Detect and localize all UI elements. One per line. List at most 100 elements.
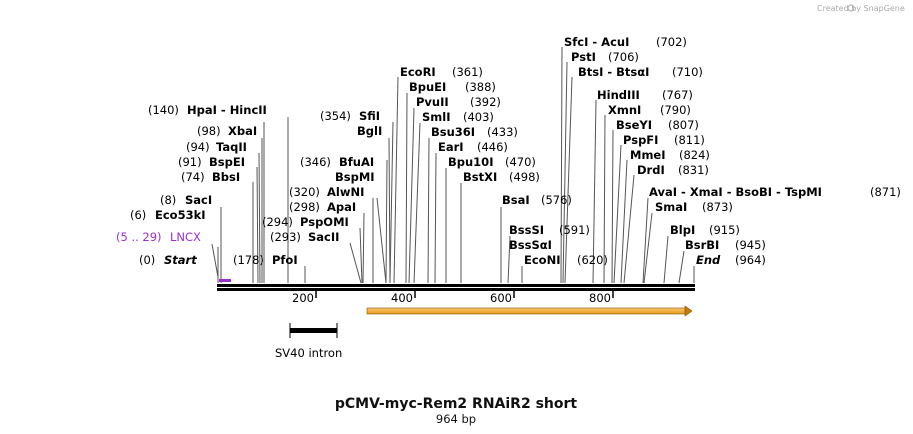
eari-label: EarI [438,140,464,154]
bsrbi-pos: (945) [735,238,766,252]
bspei-pos: (91) [178,155,202,169]
svg-text:PstI: PstI [571,50,596,64]
svg-text:SacII: SacII [308,230,339,244]
snapgene-logo-icon [847,4,855,12]
xbai-label: XbaI [228,124,257,138]
bstxi-pos: (498) [509,170,540,184]
svg-text:BspMI: BspMI [335,170,375,184]
svg-text:(94): (94) [186,140,210,154]
bsobi-label: BsoBI [735,185,772,199]
sv40-intron: SV40 intron [275,323,342,360]
xmni-label: XmnI [608,103,641,117]
btsi-pos: (710) [672,65,703,79]
svg-text:PfoI: PfoI [272,253,298,267]
svg-text:(767): (767) [662,88,693,102]
svg-text:AlwNI: AlwNI [327,185,364,199]
cds-arrow [366,305,693,317]
svg-text:SmlI: SmlI [422,110,451,124]
svg-text:BfuAI: BfuAI [339,155,374,169]
bpuei-label: BpuEI [409,80,446,94]
svg-text:(915): (915) [709,223,740,237]
svg-text:(361): (361) [452,65,483,79]
pspfi-label: PspFI [623,133,658,147]
bsai-pos: (576) [541,193,572,207]
pfoi-pos: (178) [233,253,264,267]
svg-text:PspOMI: PspOMI [300,215,349,229]
svg-text:HindIII: HindIII [597,88,640,102]
apai-pos: (298) [289,200,320,214]
svg-text:BlpI: BlpI [670,223,695,237]
bbsi-pos: (74) [181,170,205,184]
svg-text:(74): (74) [181,170,205,184]
bfuai-pos: (346) [300,155,331,169]
svg-text:Eco53kI: Eco53kI [155,208,206,222]
lncx-feature [219,279,231,282]
svg-text:(178): (178) [233,253,264,267]
map-title: pCMV-myc-Rem2 RNAiR2 short [335,396,578,412]
svg-text:(576): (576) [541,193,572,207]
svg-text:(945): (945) [735,238,766,252]
sfci-pos: (702) [656,35,687,49]
avai-label: AvaI [649,185,677,199]
smai-label: SmaI [655,200,687,214]
bpu10i-label: Bpu10I [448,155,493,169]
svg-text:BseYI: BseYI [616,118,652,132]
bseyi-label: BseYI [616,118,652,132]
ruler-tick-label: 200 [292,291,314,305]
svg-text:BssSI: BssSI [509,223,544,237]
sfii-pos: (354) [320,109,351,123]
svg-text:BtsI - BtsαI: BtsI - BtsαI [578,65,649,79]
svg-text:MmeI: MmeI [630,148,666,162]
svg-text:BbsI: BbsI [212,170,240,184]
svg-text:(392): (392) [470,95,501,109]
lncx-range: (5 .. 29) [116,230,162,244]
svg-text:(433): (433) [487,125,518,139]
svg-text:AvaI - XmaI - BsoBI - Ts: AvaI - XmaI - BsoBI - TspMI [649,185,822,199]
svg-text:(811): (811) [674,133,705,147]
bsssai-label: BssSαI [509,238,552,252]
svg-text:(294): (294) [262,215,293,229]
start-pos: (0) [139,253,155,267]
end-label: End [696,253,721,267]
eari-pos: (446) [477,140,508,154]
btsi-label: BtsI [578,65,603,79]
bbsi-label: BbsI [212,170,240,184]
svg-text:PvuII: PvuII [416,95,449,109]
hindiii-label: HindIII [597,88,640,102]
svg-text:(702): (702) [656,35,687,49]
svg-text:HpaI - HincII: HpaI - HincII [187,103,267,117]
ecori-pos: (361) [452,65,483,79]
hincii-label: HincII [230,103,267,117]
bsai-label: BsaI [502,193,530,207]
svg-text:Bsu36I: Bsu36I [431,125,475,139]
taqii-label: TaqII [216,140,247,154]
ruler-tick: 400 [391,291,416,305]
svg-text:(298): (298) [289,200,320,214]
bspei-label: BspEI [209,155,245,169]
blpi-pos: (915) [709,223,740,237]
xmai-label: XmaI [690,185,723,199]
svg-text:(0): (0) [139,253,155,267]
map-subtitle: 964 bp [436,412,476,426]
pvuii-pos: (392) [470,95,501,109]
svg-text:(807): (807) [668,118,699,132]
psti-pos: (706) [608,50,639,64]
svg-text:DrdI: DrdI [637,163,665,177]
svg-text:(871): (871) [870,185,901,199]
saci-pos: (8) [160,193,176,207]
ruler-tick: 600 [490,291,515,305]
sfci-label: SfcI [564,35,588,49]
bsu36i-label: Bsu36I [431,125,475,139]
svg-text:(790): (790) [660,103,691,117]
smai-pos: (873) [702,200,733,214]
credit-text: Created by SnapGene [817,4,905,13]
mmei-label: MmeI [630,148,666,162]
svg-text:TaqII: TaqII [216,140,247,154]
svg-text:(964): (964) [735,253,766,267]
svg-text:(140): (140) [148,103,179,117]
svg-text:SacI: SacI [185,193,212,207]
bsssi-pos: (591) [559,223,590,237]
bfuai-label: BfuAI [339,155,374,169]
svg-text:(831): (831) [678,163,709,177]
